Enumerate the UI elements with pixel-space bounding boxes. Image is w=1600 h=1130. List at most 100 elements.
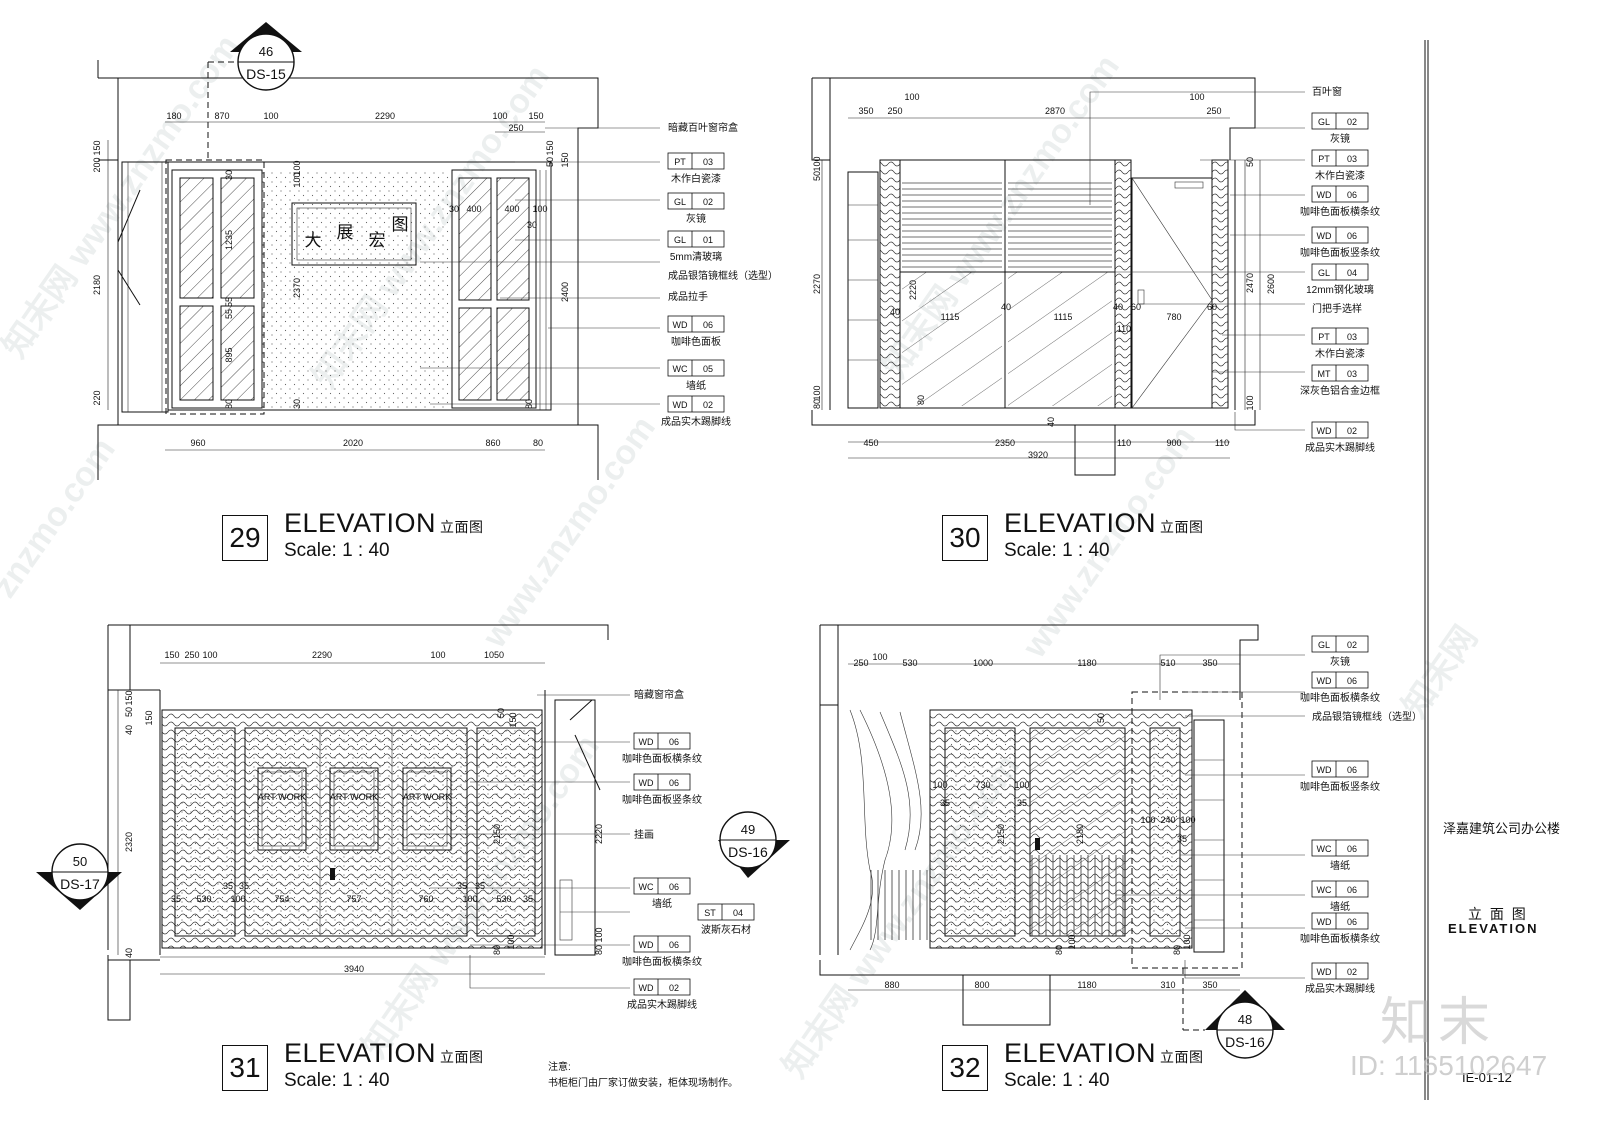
dimension-value: 2600: [1266, 274, 1276, 294]
material-tag[interactable]: 暗藏百叶窗帘盒: [668, 121, 738, 134]
dimension-value: 350: [1202, 980, 1217, 990]
material-tag[interactable]: 百叶窗: [1312, 85, 1342, 98]
material-desc: 灰镜: [1330, 132, 1350, 145]
material-num: 05: [703, 364, 713, 374]
dimension-value: 100: [932, 780, 947, 790]
section-mark-num: 49: [741, 822, 755, 837]
dimension-value: 250: [184, 650, 199, 660]
dimension-value: 150: [508, 712, 518, 727]
dimension-value: 80: [224, 399, 234, 409]
section-mark-num: 48: [1238, 1012, 1252, 1027]
dimension-value: 1115: [941, 312, 960, 322]
section-mark-50[interactable]: 50 DS-17: [36, 843, 122, 910]
material-num: 02: [1347, 426, 1357, 436]
dimension-value: 2370: [292, 278, 302, 298]
dimension-value: 100: [1140, 815, 1155, 825]
material-tag[interactable]: 门把手选样: [1312, 302, 1362, 315]
view-scale-30: Scale: 1 : 40: [1004, 540, 1110, 561]
elevation-31: [107, 624, 630, 1021]
material-desc: 灰镜: [1330, 655, 1350, 668]
view-number-30: 30: [942, 515, 988, 561]
drawing-title-cn: 立 面 图: [1468, 906, 1528, 922]
view-scale-32: Scale: 1 : 40: [1004, 1070, 1110, 1091]
material-num: 01: [703, 235, 713, 245]
material-num: 06: [1347, 917, 1357, 927]
dimension-value: 100: [202, 650, 217, 660]
material-tag[interactable]: 成品拉手: [668, 290, 708, 303]
material-desc: 5mm清玻璃: [670, 250, 722, 263]
material-desc: 成品实木踢脚线: [627, 998, 697, 1011]
dimension-value: 2180: [92, 275, 102, 295]
dimension-value: 50: [1245, 157, 1255, 167]
material-code: WC: [673, 364, 688, 374]
dimension-value: 80: [916, 395, 926, 405]
dimension-value: 100: [872, 652, 887, 662]
dimension-value: 50: [1096, 713, 1106, 723]
dimension-value: 150: [560, 152, 570, 167]
watermark-id: ID: 1165102647: [1350, 1050, 1548, 1081]
dimension-value: 35: [523, 894, 533, 904]
material-desc: 咖啡色面板竖条纹: [1300, 780, 1380, 793]
dimension-value: 30: [527, 220, 537, 230]
material-desc: 成品银箔镜框线（选型）: [1312, 710, 1422, 723]
dimension-value: 2350: [995, 438, 1015, 448]
note-title: 注意:: [548, 1062, 571, 1073]
dimension-value: 80: [492, 945, 502, 955]
material-desc: 咖啡色面板: [671, 335, 721, 348]
material-tag[interactable]: 成品银箔镜框线（选型）: [1312, 710, 1422, 723]
section-mark-48[interactable]: 48 DS-16: [1205, 990, 1285, 1059]
dimension-value: 240: [1160, 815, 1175, 825]
dimension-value: 100: [812, 156, 822, 171]
material-code: WD: [1317, 917, 1332, 927]
dimension-value: 780: [1166, 312, 1181, 322]
sign-char: 图: [392, 215, 409, 234]
dimension-value: 2220: [594, 824, 604, 844]
dimension-value: 2870: [1045, 106, 1065, 116]
material-desc: 挂画: [634, 828, 654, 841]
dimension-value: 900: [1166, 438, 1181, 448]
material-code: GL: [674, 197, 686, 207]
material-tag[interactable]: 挂画: [634, 828, 654, 841]
dimension-value: 200: [92, 157, 102, 172]
material-code: PT: [674, 157, 686, 167]
material-tag[interactable]: 成品银箔镜框线（选型）: [668, 269, 778, 282]
material-tag[interactable]: 暗藏窗帘盒: [634, 688, 684, 701]
dimension-value: 530: [196, 894, 211, 904]
material-desc: 门把手选样: [1312, 302, 1362, 315]
dimension-value: 310: [1160, 980, 1175, 990]
material-num: 06: [1347, 885, 1357, 895]
dimension-value: 880: [884, 980, 899, 990]
dimension-value: 35: [1177, 834, 1187, 844]
section-mark-49[interactable]: 49 DS-16: [718, 811, 790, 878]
section-mark-46[interactable]: 46 DS-15: [230, 22, 302, 91]
dimension-value: 80: [1172, 945, 1182, 955]
